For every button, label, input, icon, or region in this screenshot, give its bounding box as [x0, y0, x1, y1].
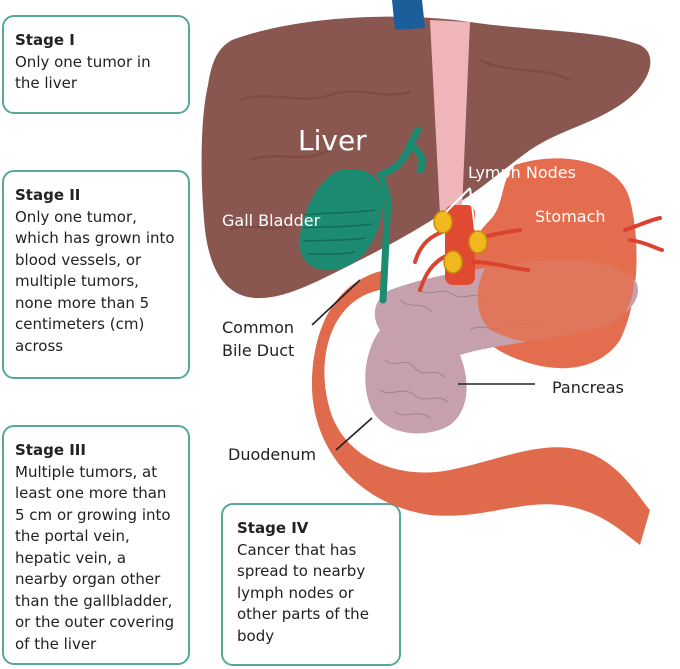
stage-1-box: Stage I Only one tumor in the liver — [2, 15, 190, 114]
falciform-ligament — [430, 20, 470, 215]
duodenum — [311, 270, 650, 545]
stage-3-box: Stage III Multiple tumors, at least one … — [2, 425, 190, 665]
pancreas-label: Pancreas — [552, 378, 624, 397]
duodenum-label: Duodenum — [228, 445, 316, 464]
stage-4-description: Cancer that has spread to nearby lymph n… — [237, 540, 369, 645]
lymph-nodes-label: Lymph Nodes — [468, 163, 576, 182]
gall-bladder — [299, 169, 384, 271]
lymph-node-icon — [433, 210, 453, 234]
stage-3-description: Multiple tumors, at least one more than … — [15, 462, 175, 653]
stage-4-box: Stage IV Cancer that has spread to nearb… — [221, 503, 401, 666]
lymph-node-pointers — [445, 187, 476, 231]
label-pointers — [311, 279, 535, 451]
hepatic-vein — [392, 0, 425, 30]
stage-2-description: Only one tumor, which has grown into blo… — [15, 207, 175, 355]
right-vessels — [623, 216, 664, 252]
stomach-label: Stomach — [535, 207, 606, 226]
liver-label: Liver — [298, 124, 367, 157]
gall-bladder-texture — [302, 209, 376, 255]
stage-3-title: Stage III — [15, 441, 86, 459]
common-bile-duct-label-line2: Bile Duct — [222, 341, 294, 360]
stage-2-title: Stage II — [15, 186, 81, 204]
lymph-nodes — [433, 210, 488, 274]
gall-bladder-label: Gall Bladder — [222, 211, 321, 230]
stage-4-title: Stage IV — [237, 519, 309, 537]
common-bile-duct — [376, 126, 426, 304]
lymph-node-icon — [468, 230, 488, 254]
liver-texture — [229, 58, 571, 232]
lymph-node-icon — [443, 250, 463, 274]
stage-1-title: Stage I — [15, 31, 75, 49]
stage-1-description: Only one tumor in the liver — [15, 52, 151, 93]
stage-2-box: Stage II Only one tumor, which has grown… — [2, 170, 190, 379]
common-bile-duct-label-line1: Common — [222, 318, 294, 337]
